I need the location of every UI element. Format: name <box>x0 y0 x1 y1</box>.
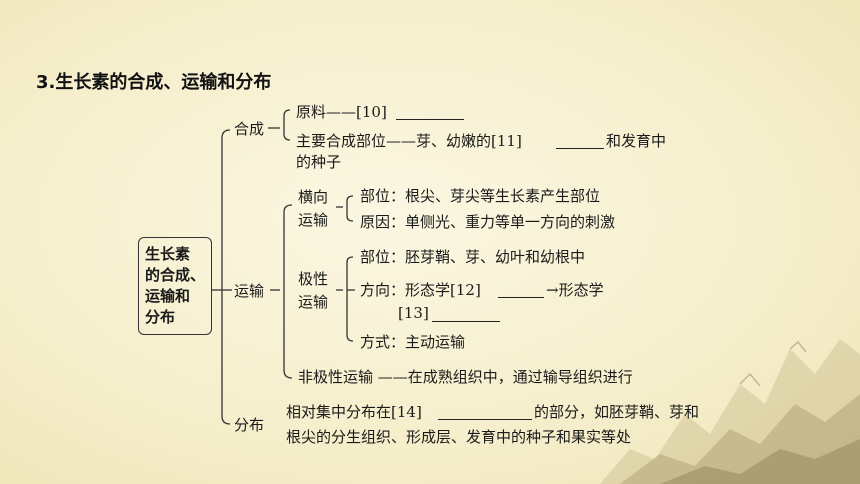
transport-label: 运输 <box>234 282 265 300</box>
polar-site-text: 部位：胚芽鞘、芽、幼叶和幼根中 <box>360 248 586 266</box>
answer-blank-11 <box>556 148 604 149</box>
distribution-text-c: 根尖的分生组织、形成层、发育中的种子和果实等处 <box>286 428 632 446</box>
main-site-text-c: 的种子 <box>296 153 342 171</box>
polar-direction-text-b: [13] <box>398 304 429 322</box>
polar-direction-arrow: →形态学 <box>546 281 604 299</box>
raw-material-text: 原料——[10] <box>296 103 387 121</box>
synthesis-label: 合成 <box>234 120 265 138</box>
root-line-3: 运输和 <box>145 287 191 305</box>
section-heading: 3.生长素的合成、运输和分布 <box>36 72 272 93</box>
answer-blank-13 <box>432 321 500 322</box>
polar-direction-text: 方向：形态学[12] <box>360 281 481 299</box>
polar-mode-text: 方式：主动运输 <box>360 333 466 351</box>
lateral-label-b: 运输 <box>298 211 329 229</box>
root-line-4: 分布 <box>145 308 176 326</box>
lateral-label-a: 横向 <box>298 188 329 206</box>
lateral-cause-text: 原因：单侧光、重力等单一方向的刺激 <box>360 213 616 231</box>
mountain-landscape-decoration <box>600 339 860 484</box>
distribution-text-b: 的部分，如胚芽鞘、芽和 <box>534 403 700 421</box>
answer-blank-12 <box>498 297 544 298</box>
answer-blank-10 <box>396 119 464 120</box>
root-line-2: 的合成、 <box>145 266 206 284</box>
nonpolar-text: 非极性运输 ——在成熟组织中，通过输导组织进行 <box>298 368 633 386</box>
lateral-site-text: 部位：根尖、芽尖等生长素产生部位 <box>360 187 601 205</box>
main-site-text: 主要合成部位——芽、幼嫩的[11] <box>296 132 522 150</box>
root-line-1: 生长素 <box>145 245 191 263</box>
distribution-label: 分布 <box>234 416 265 434</box>
polar-label-b: 运输 <box>298 293 329 311</box>
answer-blank-14 <box>438 419 532 420</box>
distribution-text-a: 相对集中分布在[14] <box>286 403 422 421</box>
main-site-text-b: 和发育中 <box>606 132 667 150</box>
polar-label-a: 极性 <box>298 270 329 288</box>
root-concept-box: 生长素 的合成、 运输和 分布 <box>138 237 212 335</box>
